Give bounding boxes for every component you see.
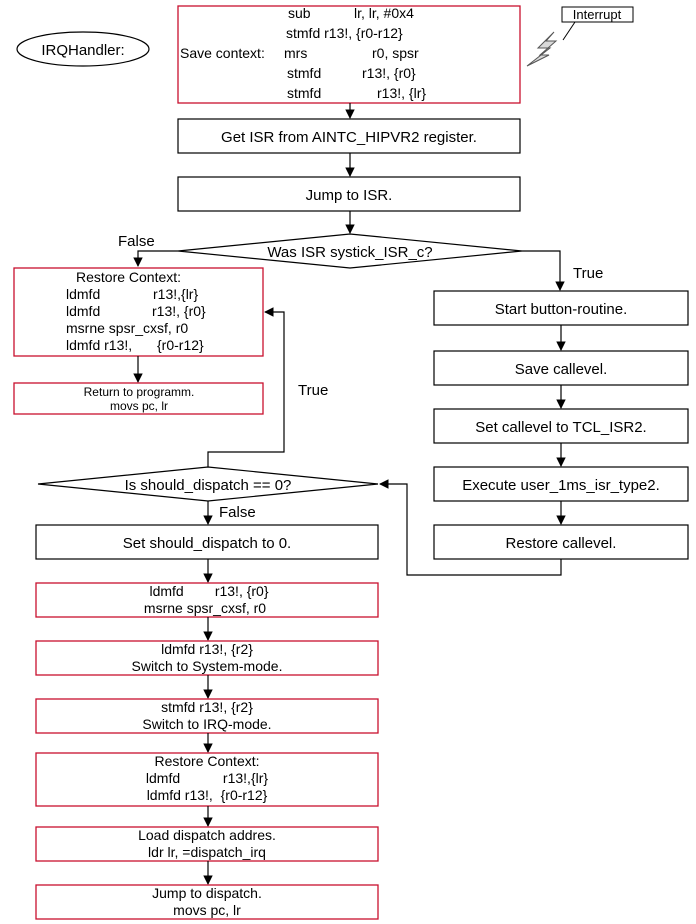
bottom-box-2 xyxy=(35,640,379,676)
decision-dispatch-label: Is should_dispatch == 0? xyxy=(125,477,292,494)
bottom-box-1-line-1: ldmfd r13!, {r0} xyxy=(149,583,268,599)
set-dispatch-label: Set should_dispatch to 0. xyxy=(123,535,291,552)
save-context-line-2: stmfd r13!, {r0-r12} xyxy=(286,25,403,41)
decision-systick-label: Was ISR systick_ISR_c? xyxy=(267,244,432,261)
return-line-2: movs pc, lr xyxy=(110,399,168,413)
return-box xyxy=(13,382,264,415)
bottom-box-6 xyxy=(35,884,379,920)
irqhandler-terminal xyxy=(16,31,150,67)
right-step-2-label: Save callevel. xyxy=(515,361,608,378)
interrupt-lightning-icon xyxy=(526,31,558,67)
save-context-label: Save context: xyxy=(180,45,265,61)
bottom-box-5-line-1: Load dispatch addres. xyxy=(138,827,276,843)
bottom-box-3 xyxy=(35,698,379,734)
decision-dispatch xyxy=(37,466,379,502)
jump-isr-label: Jump to ISR. xyxy=(306,187,393,204)
bottom-box-3-line-1: stmfd r13!, {r2} xyxy=(161,699,253,715)
bottom-box-2-line-2: Switch to System-mode. xyxy=(132,658,283,674)
false-label-2: False xyxy=(219,504,256,521)
bottom-box-6-line-2: movs pc, lr xyxy=(173,902,241,918)
restore-context-1-line-4: ldmfd r13!,{r0-r12} xyxy=(66,337,204,353)
jump-isr-box xyxy=(177,176,521,212)
bottom-box-6-line-1: Jump to dispatch. xyxy=(152,885,262,901)
right-step-3-label: Set callevel to TCL_ISR2. xyxy=(475,419,646,436)
bottom-box-4-line-3: ldmfd r13!, {r0-r12} xyxy=(147,787,268,803)
true-label-2: True xyxy=(298,382,328,399)
bottom-box-4-line-2: ldmfd r13!,{lr} xyxy=(146,770,268,786)
save-context-box xyxy=(177,5,521,104)
interrupt-label: Interrupt xyxy=(573,7,622,22)
bottom-box-1-line-2: msrne spsr_cxsf, r0 xyxy=(144,600,266,616)
bottom-box-1 xyxy=(35,582,379,618)
right-step-5 xyxy=(433,524,689,560)
right-step-2 xyxy=(433,350,689,386)
irqhandler-label: IRQHandler: xyxy=(41,42,124,59)
get-isr-label: Get ISR from AINTC_HIPVR2 register. xyxy=(221,129,477,146)
true-label-1: True xyxy=(573,265,603,282)
right-step-5-label: Restore callevel. xyxy=(506,535,617,552)
restore-context-1-box xyxy=(13,267,264,357)
bottom-box-4-line-1: Restore Context: xyxy=(154,753,259,769)
restore-context-1-line-3: msrne spsr_cxsf, r0 xyxy=(66,320,188,336)
bottom-box-5 xyxy=(35,826,379,862)
right-step-1-label: Start button-routine. xyxy=(495,301,628,318)
restore-context-1-title: Restore Context: xyxy=(76,269,181,285)
bottom-box-3-line-2: Switch to IRQ-mode. xyxy=(142,716,271,732)
return-line-1: Return to programm. xyxy=(84,385,195,399)
get-isr-box xyxy=(177,118,521,154)
bottom-box-2-line-1: ldmfd r13!, {r2} xyxy=(161,641,253,657)
false-label-1: False xyxy=(118,233,155,250)
bottom-box-5-line-2: ldr lr, =dispatch_irq xyxy=(148,844,266,860)
bottom-box-4 xyxy=(35,752,379,807)
interrupt-box xyxy=(561,6,634,23)
set-dispatch-box xyxy=(35,524,379,560)
right-step-1 xyxy=(433,290,689,326)
right-step-4 xyxy=(433,466,689,502)
right-step-4-label: Execute user_1ms_isr_type2. xyxy=(462,477,660,494)
